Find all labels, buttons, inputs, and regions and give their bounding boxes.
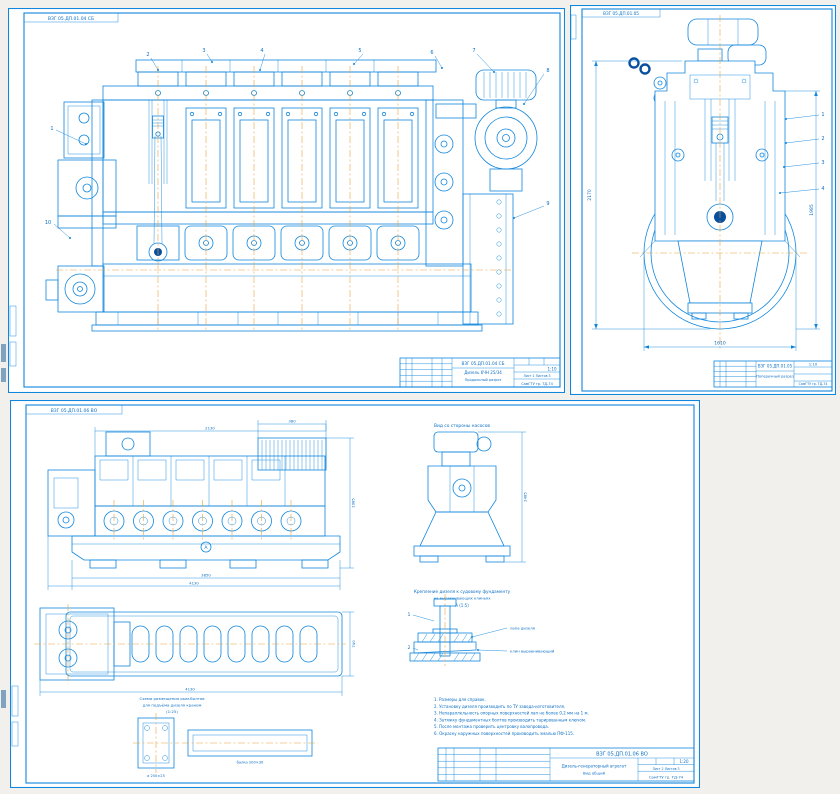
sheet-general-view: ВЗГ 05.ДП.01.06 ВО bbox=[10, 400, 700, 788]
detail-callout-bottom: клин выравнивающий bbox=[510, 649, 555, 654]
dim-top1: 380 bbox=[288, 418, 296, 423]
tb2-name: Поперечный разрез bbox=[756, 374, 794, 378]
scheme-label-2: для подъёма дизеля краном bbox=[143, 702, 202, 707]
sheet1-centerlines bbox=[56, 66, 513, 330]
sheet3-title-block: ВЗГ 05.ДП.01.06 ВО Дизель-генераторный а… bbox=[437, 747, 695, 782]
tb3-code: ВЗГ 05.ДП.01.06 ВО bbox=[596, 751, 648, 757]
sheet2-title-block: ВЗГ 05.ДП.01.05 Поперечный разрез 1:10 С… bbox=[713, 360, 833, 388]
dim-plan-height: 740 bbox=[351, 640, 356, 648]
callout-10: 10 bbox=[45, 220, 51, 226]
callout-5: 5 bbox=[358, 48, 361, 54]
note-3: 3. Непараллельность опорных поверхностей… bbox=[434, 711, 589, 716]
callout-1: 1 bbox=[50, 126, 53, 132]
sheet3-callouts: 1 2 bbox=[408, 612, 435, 651]
sheet-longitudinal-section: ВЗГ 05.ДП.01.04 СБ bbox=[8, 8, 565, 393]
scheme-scale: (1:25) bbox=[166, 709, 178, 714]
sheet1-stamp-code: ВЗГ 05.ДП.01.04 СБ bbox=[48, 16, 94, 22]
mounting-bolt-detail bbox=[409, 598, 508, 662]
edge-mark bbox=[1, 368, 6, 382]
technical-notes: 1. Размеры для справок. 2. Установку диз… bbox=[434, 697, 589, 736]
sheet1-frame bbox=[8, 8, 565, 393]
engine-longitudinal-view bbox=[45, 59, 538, 332]
dim-width-total: 4130 bbox=[189, 581, 199, 586]
callout-8: 8 bbox=[546, 68, 549, 74]
detail-label: Крепление дизеля к судовому фундаменту bbox=[414, 589, 511, 594]
scheme-caption-2: балка 200×30 bbox=[237, 761, 264, 765]
callout-2: 2 bbox=[408, 645, 411, 651]
scheme-label-1: Схема размещения рым-болтов bbox=[139, 696, 205, 701]
tb1-subname: Продольный разрез bbox=[465, 378, 502, 382]
engine-end-view bbox=[413, 431, 511, 563]
sheet3-centerlines bbox=[34, 500, 446, 773]
tb2-scale: 1:10 bbox=[809, 362, 818, 367]
engine-cross-section bbox=[628, 18, 801, 330]
callout-3: 3 bbox=[821, 160, 824, 166]
sheet1-callouts: 1 2 3 4 5 6 7 8 9 10 bbox=[45, 48, 550, 239]
note-2: 2. Установку дизеля производить по ТУ за… bbox=[434, 704, 565, 709]
tb3-org: СамГТУ гр. ТД-74 bbox=[649, 775, 684, 780]
sheet2-dimensions bbox=[592, 60, 820, 351]
tb1-org: СамГТУ гр. ТД-74 bbox=[521, 382, 553, 386]
dim-end-height: 2485 bbox=[523, 492, 528, 502]
detail-scale: А (1:5) bbox=[455, 603, 469, 608]
tb1-sheet-info: Лист 1 Листов 3 bbox=[523, 374, 550, 378]
sheet-cross-section: ВЗГ 05.ДП.01.05 bbox=[570, 5, 836, 395]
sheet2-callouts: 1 2 3 4 bbox=[779, 112, 825, 194]
sheet1-drawing: ВЗГ 05.ДП.01.04 СБ bbox=[8, 8, 565, 393]
tb1-name: Дизель 6ЧН 25/34 bbox=[464, 370, 502, 375]
tb3-scale: 1:20 bbox=[680, 759, 689, 764]
sheet2-drawing: ВЗГ 05.ДП.01.05 bbox=[570, 5, 836, 395]
note-6: 6. Окраску наружных поверхностей произво… bbox=[434, 731, 574, 736]
edge-mark bbox=[1, 690, 6, 708]
sheet2-stamp-code: ВЗГ 05.ДП.01.05 bbox=[603, 11, 639, 16]
dim-left: 2170 bbox=[587, 189, 593, 201]
sheet2-frame bbox=[570, 5, 836, 395]
tb3-sheet-info: Лист 2 Листов 3 bbox=[652, 767, 679, 771]
tb1-scale: 1:10 bbox=[548, 366, 557, 371]
dim-width: 3850 bbox=[201, 572, 211, 577]
tb2-org: СамГТУ гр. ТД-74 bbox=[799, 382, 828, 386]
sheet3-stamp-code: ВЗГ 05.ДП.01.06 ВО bbox=[51, 408, 98, 414]
detail-callout-top: лапа дизеля bbox=[510, 626, 535, 631]
dim-plan-width: 4130 bbox=[185, 686, 195, 691]
note-4: 4. Затяжку фундаментных болтов производи… bbox=[434, 717, 586, 722]
callout-1: 1 bbox=[821, 112, 824, 118]
engine-side-view bbox=[47, 431, 341, 569]
sheet2-centerlines bbox=[632, 15, 808, 351]
marker-a: А bbox=[204, 545, 208, 551]
callout-6: 6 bbox=[430, 50, 433, 56]
callout-4: 4 bbox=[260, 48, 263, 54]
end-view-label: Вид со стороны насосов bbox=[434, 423, 490, 429]
tb1-code: ВЗГ 05.ДП.01.04 СБ bbox=[462, 361, 505, 366]
note-5: 5. После монтажа проверить центровку вал… bbox=[434, 724, 549, 729]
sheet3-drawing: ВЗГ 05.ДП.01.06 ВО bbox=[10, 400, 700, 788]
callout-7: 7 bbox=[472, 48, 475, 54]
dim-top2: 2130 bbox=[205, 426, 215, 431]
sheet3-dimensions bbox=[39, 420, 526, 696]
tb3-name: Дизель-генераторный агрегат bbox=[562, 763, 627, 768]
detail-sublabel: на выравнивающих клиньях bbox=[434, 596, 492, 601]
scheme-caption-1: а 250×25 bbox=[147, 774, 165, 778]
callout-3: 3 bbox=[202, 48, 205, 54]
dim-bottom: 1610 bbox=[714, 341, 726, 347]
callout-9: 9 bbox=[546, 201, 549, 207]
sheet3-frame bbox=[10, 400, 700, 788]
note-1: 1. Размеры для справок. bbox=[434, 697, 486, 702]
callout-4: 4 bbox=[821, 186, 824, 192]
dim-height: 1985 bbox=[351, 498, 356, 508]
callout-1: 1 bbox=[408, 612, 411, 618]
tb3-subname: Вид общий bbox=[583, 770, 606, 775]
edge-mark bbox=[1, 344, 6, 362]
callout-2: 2 bbox=[146, 52, 149, 58]
tb2-code: ВЗГ 05.ДП.01.05 bbox=[758, 364, 793, 369]
dim-right: 1985 bbox=[809, 204, 815, 216]
sheet1-title-block: ВЗГ 05.ДП.01.04 СБ Дизель 6ЧН 25/34 Прод… bbox=[399, 357, 561, 388]
callout-2: 2 bbox=[821, 136, 824, 142]
